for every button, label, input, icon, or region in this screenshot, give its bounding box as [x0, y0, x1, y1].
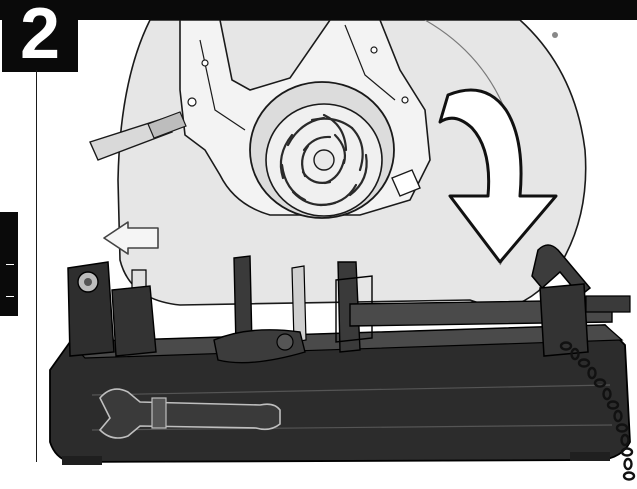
step-badge: 2: [2, 0, 78, 72]
vise-handle: [585, 295, 631, 313]
base-groove: [91, 424, 613, 431]
arm-bolt: [401, 96, 409, 104]
guard-bolt: [552, 32, 558, 38]
wrench-icon: [98, 388, 281, 439]
motor-hub: [313, 149, 335, 171]
wrench-clip: [151, 397, 167, 429]
fence-knob: [276, 333, 294, 351]
side-tab-tick: [6, 296, 14, 297]
vise-jaw: [337, 261, 361, 353]
stop-bracket: [111, 285, 157, 357]
vise-jaw-plate: [335, 275, 373, 343]
arm-inner-line: [344, 24, 396, 101]
base-foot: [62, 456, 102, 465]
frame-line: [36, 70, 37, 462]
fence-plate: [291, 265, 307, 343]
side-tab: [0, 212, 18, 316]
base-groove: [91, 384, 611, 396]
vise-forward-arrow-icon: [103, 221, 159, 255]
side-tab-tick: [6, 264, 14, 265]
motor-vents: [279, 113, 368, 207]
arm-bolt: [187, 97, 197, 107]
arm-knob: [391, 169, 421, 197]
pivot-bolt-center: [84, 278, 92, 286]
base-foot: [570, 452, 610, 461]
chain-icon: [559, 341, 636, 481]
arm-bolt: [370, 46, 378, 54]
arm-bolt: [201, 59, 209, 67]
header-bar: [0, 0, 637, 20]
step-number: 2: [19, 0, 61, 74]
side-handle-grip: [147, 111, 187, 139]
vise-block: [539, 283, 589, 357]
blade-lower-arrow-icon: [438, 88, 558, 264]
vise-lever: [531, 244, 592, 298]
